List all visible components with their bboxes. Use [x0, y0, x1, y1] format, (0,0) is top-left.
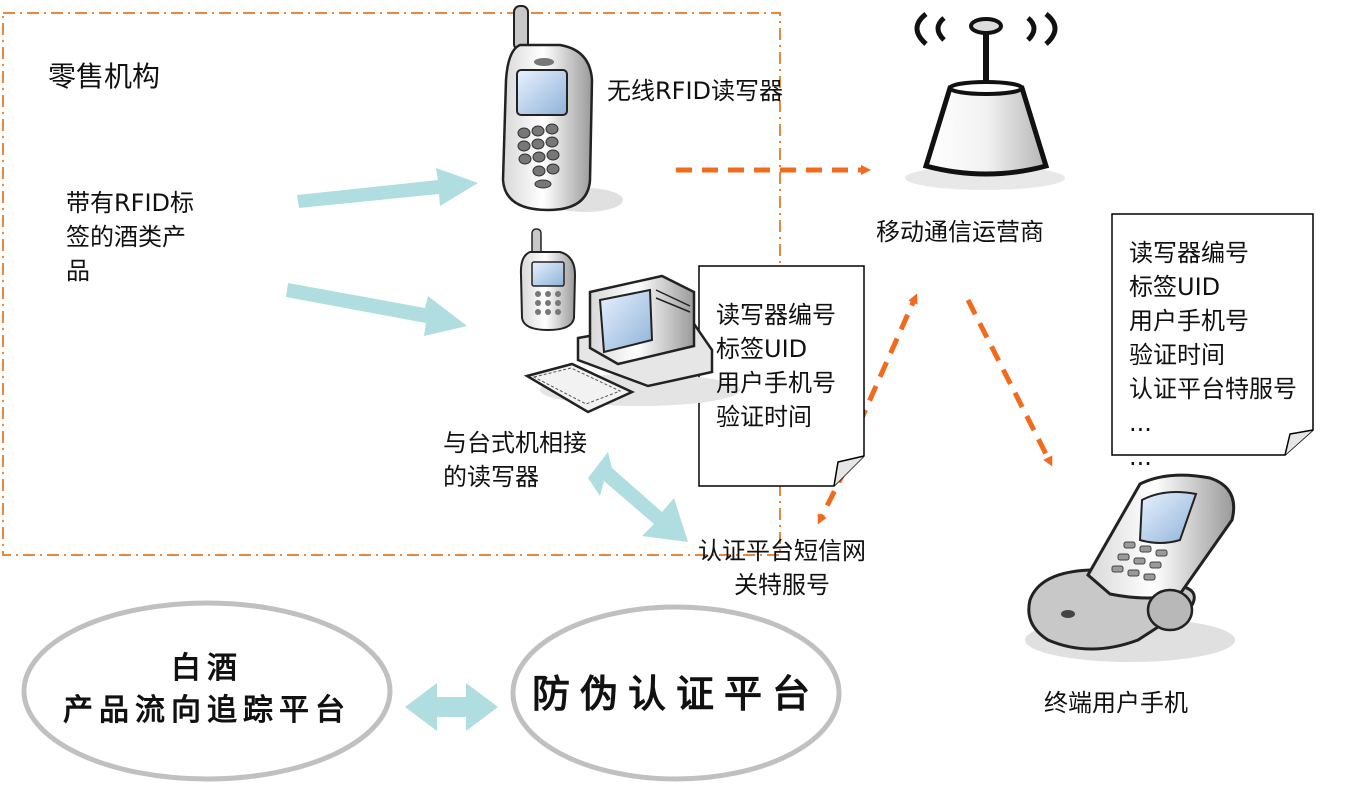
anti-counterfeit-text: 防伪认证平台: [531, 671, 820, 716]
doc-middle-line-4: 验证时间: [716, 403, 812, 431]
tracking-platform-line-2: 产品流向追踪平台: [63, 693, 351, 728]
tagged-product-line-1: 带有RFID标: [66, 189, 195, 217]
tagged-product-label: 带有RFID标 签的酒类产 品: [66, 186, 194, 288]
tracking-platform-line-1: 白酒: [171, 651, 243, 686]
doc-right-line-6: ...: [1129, 409, 1152, 437]
desktop-reader-line-2: 的读写器: [443, 463, 539, 491]
doc-middle-line-3: 用户手机号: [716, 369, 836, 397]
doc-right-line-7: ...: [1129, 443, 1152, 471]
doc-right-line-4: 验证时间: [1129, 341, 1225, 369]
desktop-reader-line-1: 与台式机相接: [443, 429, 587, 457]
doc-right-text: 读写器编号 标签UID 用户手机号 验证时间 认证平台特服号 ... ...: [1129, 236, 1297, 474]
wireless-reader-label: 无线RFID读写器: [607, 77, 784, 105]
teal-double-arrow-desktop-sms: [588, 452, 688, 542]
doc-middle-fold: [833, 455, 865, 487]
doc-right-line-5: 认证平台特服号: [1129, 375, 1297, 403]
teal-arrow-to-desktop: [286, 283, 467, 336]
sms-gateway-line-1: 认证平台短信网: [698, 537, 866, 565]
sms-gateway-line-2: 关特服号: [734, 571, 830, 599]
sms-gateway-label: 认证平台短信网 关特服号: [682, 534, 882, 602]
tagged-product-line-3: 品: [66, 257, 90, 285]
doc-middle-line-2: 标签UID: [716, 335, 808, 363]
handheld-reader-icon: [501, 5, 623, 212]
tagged-product-line-2: 签的酒类产: [66, 223, 186, 251]
ellipse-tracking-platform: [21, 600, 393, 782]
tracking-platform-text: 白酒 产品流向追踪平台: [30, 648, 384, 732]
doc-middle-line-1: 读写器编号: [716, 301, 836, 329]
desktop-reader-label: 与台式机相接 的读写器: [443, 426, 587, 494]
doc-right-line-2: 标签UID: [1129, 273, 1221, 301]
end-user-phone-label: 终端用户手机: [1044, 689, 1188, 717]
teal-double-arrow-platforms: [405, 683, 498, 731]
radio-tower-icon: [905, 12, 1065, 190]
desktop-reader-icon: [519, 228, 740, 414]
ellipse-anti-counterfeit: [510, 604, 842, 782]
doc-right-fold: [1284, 429, 1314, 456]
orange-arrow-operator-phone: [965, 298, 1053, 467]
retail-org-label: 零售机构: [48, 60, 161, 93]
retail-boundary: [2, 12, 781, 556]
doc-right-line-1: 读写器编号: [1129, 239, 1249, 267]
mobile-operator-label: 移动通信运营商: [876, 218, 1044, 246]
teal-arrow-to-handheld: [297, 168, 478, 208]
doc-middle-text: 读写器编号 标签UID 用户手机号 验证时间: [716, 298, 836, 434]
doc-right-line-3: 用户手机号: [1129, 307, 1249, 335]
flip-phone-icon: [1025, 473, 1236, 662]
